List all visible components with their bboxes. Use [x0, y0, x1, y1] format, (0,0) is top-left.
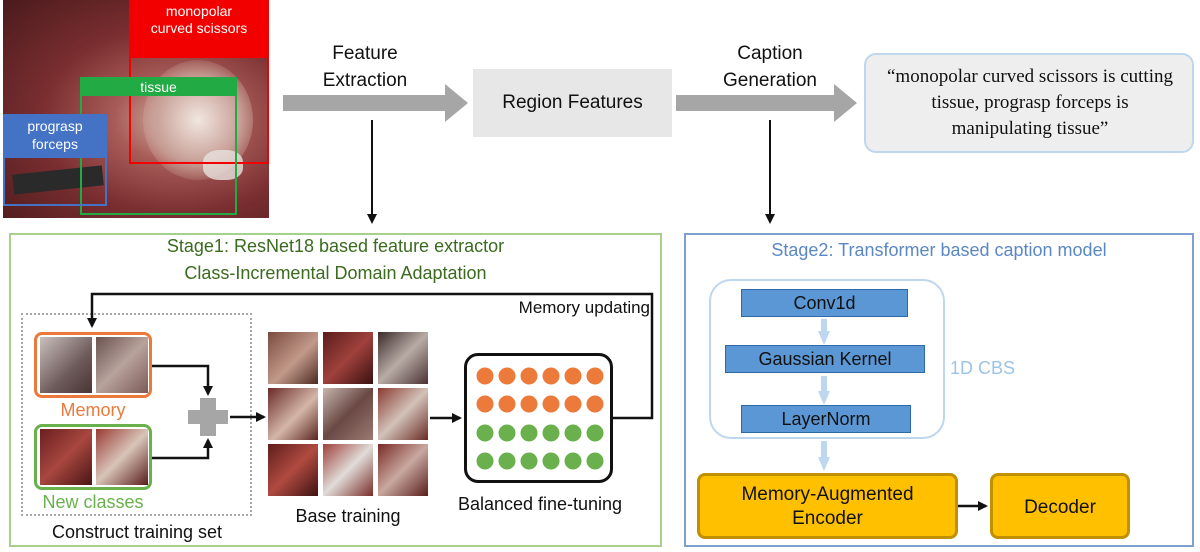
conv1d-block: [741, 289, 908, 317]
new-classes-box: [34, 424, 152, 490]
green-dot: [476, 452, 494, 470]
orange-dot: [520, 367, 538, 385]
cbs-label: 1D CBS: [950, 358, 1016, 378]
memory-image-2: [96, 337, 148, 393]
grid-image: [268, 444, 318, 496]
memory-image-1: [40, 337, 92, 393]
forceps-label-box: [3, 114, 107, 158]
orange-dot: [542, 367, 560, 385]
balanced-dot-grid: [476, 367, 604, 470]
base-training-grid: [268, 332, 428, 502]
green-dot: [586, 424, 604, 442]
new-classes-image-2: [96, 429, 148, 485]
cbs-container: [709, 279, 945, 439]
caption-generation-label: Caption Generation: [722, 43, 817, 91]
grid-image: [378, 332, 428, 384]
orange-dot: [476, 367, 494, 385]
memory-updating-label: Memory updating: [518, 298, 650, 317]
green-dot: [498, 424, 516, 442]
grid-image: [323, 444, 373, 496]
construct-training-region: [21, 313, 252, 516]
surgical-image: monopolar curved scissors tissue progras…: [3, 0, 269, 218]
orange-dot: [564, 395, 582, 413]
orange-dot: [586, 367, 604, 385]
tissue-label-box: [80, 77, 237, 96]
memory-box: [34, 332, 152, 398]
forceps-label: prograsp forceps: [27, 118, 83, 152]
layernorm-block: [741, 405, 911, 433]
grid-image: [378, 388, 428, 440]
decoder-block: [990, 473, 1130, 539]
green-dot: [542, 424, 560, 442]
scissors-label: monopolar curved scissors: [150, 3, 248, 36]
memory-label: Memory: [60, 400, 126, 420]
grid-image: [323, 332, 373, 384]
balanced-fine-tuning-box: [464, 353, 613, 483]
encoder-block: [697, 473, 958, 539]
gray-arrow-caption-generation: [676, 84, 857, 122]
tissue-label: tissue: [140, 79, 177, 95]
stage2-panel: [684, 233, 1194, 547]
stage2-title: Stage2: Transformer based caption model: [771, 240, 1107, 260]
scissors-label-box: [129, 0, 269, 58]
green-dot: [542, 452, 560, 470]
grid-image: [323, 388, 373, 440]
green-dot: [564, 424, 582, 442]
orange-dot: [498, 395, 516, 413]
memory-updating-arrow: [87, 292, 654, 420]
orange-dot: [564, 367, 582, 385]
stage1-panel: [9, 233, 662, 547]
grid-image: [268, 388, 318, 440]
base-training-label: Base training: [295, 506, 401, 526]
new-classes-image-1: [40, 429, 92, 485]
stage1-title-line2: Class-Incremental Domain Adaptation: [184, 263, 487, 283]
new-classes-label: New classes: [42, 492, 144, 512]
decoder-label: Decoder: [1024, 497, 1096, 518]
green-dot: [520, 452, 538, 470]
conv1d-label: Conv1d: [793, 293, 856, 313]
caption-text: “monopolar curved scissors is cutting ti…: [886, 66, 1173, 139]
layernorm-label: LayerNorm: [781, 409, 871, 429]
caption-box: [864, 53, 1194, 153]
grid-image: [268, 332, 318, 384]
orange-dot: [498, 367, 516, 385]
newclasses-to-plus-arrow: [152, 438, 213, 460]
orange-dot: [476, 395, 494, 413]
memory-to-plus-arrow: [152, 364, 213, 396]
green-dot: [476, 424, 494, 442]
balanced-fine-tuning-label: Balanced fine-tuning: [457, 494, 623, 514]
green-dot: [586, 452, 604, 470]
grid-image: [378, 444, 428, 496]
region-features-box: [473, 69, 672, 137]
orange-dot: [586, 395, 604, 413]
orange-dot: [542, 395, 560, 413]
gray-arrow-feature-extraction: [283, 84, 468, 122]
feature-extraction-label: Feature Extraction: [322, 43, 408, 91]
green-dot: [520, 424, 538, 442]
encoder-label: Memory-Augmented Encoder: [741, 484, 914, 529]
stage1-title-line1: Stage1: ResNet18 based feature extractor: [166, 236, 505, 256]
construct-training-label: Construct training set: [51, 522, 223, 542]
orange-dot: [520, 395, 538, 413]
green-dot: [498, 452, 516, 470]
green-dot: [564, 452, 582, 470]
gaussian-kernel-block: [725, 345, 925, 373]
region-features-label: Region Features: [502, 92, 643, 113]
plus-icon: [188, 398, 228, 436]
gaussian-kernel-label: Gaussian Kernel: [758, 349, 892, 369]
